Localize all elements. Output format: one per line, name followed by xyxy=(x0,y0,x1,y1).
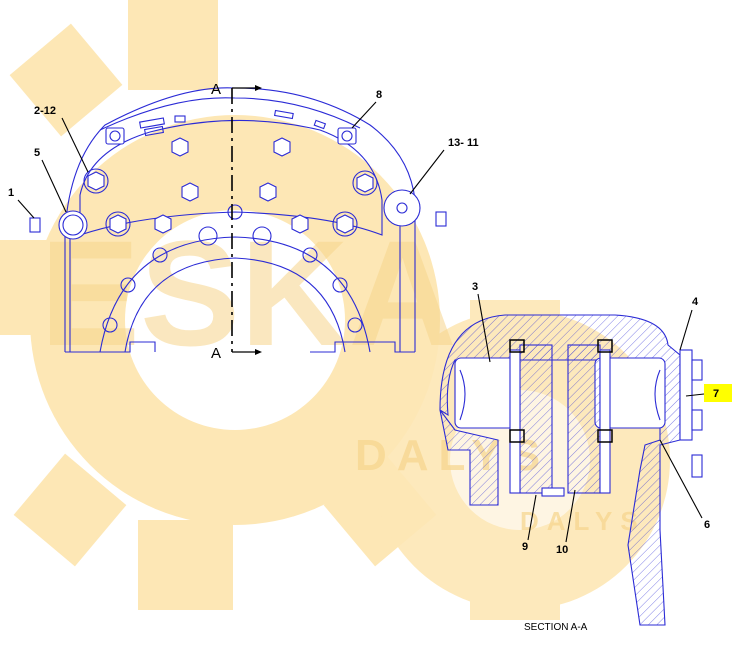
watermark-sub-small: DALYS xyxy=(520,506,646,536)
callout-1: 1 xyxy=(8,187,14,199)
callout-9: 9 xyxy=(522,541,528,553)
callout-5: 5 xyxy=(34,147,40,159)
callout-13-11: 13- 11 xyxy=(448,137,479,149)
callout-8: 8 xyxy=(376,89,382,101)
mount-holes xyxy=(83,168,378,333)
watermark-brand: ESKA xyxy=(40,209,457,377)
watermark: ESKA DALYS DALYS xyxy=(0,0,670,620)
callout-3: 3 xyxy=(472,281,478,293)
callout-7-highlight xyxy=(704,384,732,402)
section-mark-bottom: A xyxy=(211,345,221,362)
callout-7: 7 xyxy=(713,388,719,400)
callout-2-12: 2-12 xyxy=(34,105,56,117)
section-caption: SECTION A-A xyxy=(524,622,588,633)
bolt-heads xyxy=(87,137,374,234)
section-mark-top: A xyxy=(211,81,221,98)
caliper-section-view xyxy=(439,314,703,626)
gear-watermark-icon xyxy=(0,0,440,610)
callout-6: 6 xyxy=(704,519,710,531)
caliper-front-view: A A xyxy=(29,81,447,362)
callout-10: 10 xyxy=(556,544,568,556)
callouts: 1 2-12 5 8 13- 11 3 4 7 6 9 10 xyxy=(8,89,732,556)
callout-4: 4 xyxy=(692,296,699,308)
